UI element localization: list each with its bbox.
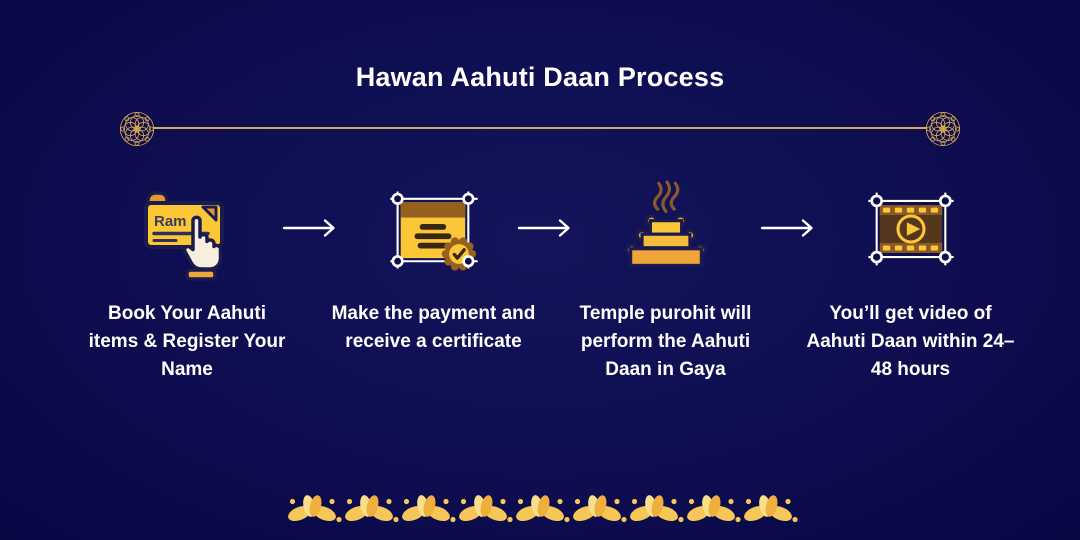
divider-line xyxy=(153,127,927,129)
name-tag-text: Ram xyxy=(154,213,187,230)
lotus-motif-unit xyxy=(288,495,342,523)
hand-cursor-icon xyxy=(182,215,223,281)
step-label: Book Your Aahuti items & Register Your N… xyxy=(88,303,286,380)
name-tag-cursor-icon: Ram xyxy=(144,191,224,281)
right-arrow-icon xyxy=(760,219,813,237)
step-label: Temple purohit will perform the Aahuti D… xyxy=(579,303,752,380)
lotus-motif-unit xyxy=(516,495,570,523)
step-video-delivery: You’ll get video of Aahuti Daan within 2… xyxy=(803,176,1018,384)
lotus-motif-unit xyxy=(459,495,513,523)
hawan-kund-icon xyxy=(624,180,707,267)
play-button-icon xyxy=(895,214,926,244)
mandala-rosette-icon xyxy=(119,111,155,147)
video-reel-icon xyxy=(867,192,954,266)
lotus-motif-unit xyxy=(630,495,684,523)
smoke-icon xyxy=(652,180,679,213)
step-book-items: Ram Book Your Aahuti items & Register Yo… xyxy=(87,176,287,384)
lotus-motif-unit xyxy=(744,495,798,523)
lotus-motif-unit xyxy=(573,495,627,523)
page-title: Hawan Aahuti Daan Process xyxy=(355,62,725,92)
title-divider xyxy=(0,110,1080,148)
lotus-border-pattern xyxy=(284,492,798,524)
step-payment-certificate: Make the payment and receive a certifica… xyxy=(331,176,536,356)
certificate-icon xyxy=(389,191,478,271)
step-label: You’ll get video of Aahuti Daan within 2… xyxy=(806,303,1015,380)
step-purohit-performs: Temple purohit will perform the Aahuti D… xyxy=(578,176,753,384)
lotus-motif-unit xyxy=(345,495,399,523)
mandala-rosette-icon xyxy=(925,111,961,147)
right-arrow-icon xyxy=(282,219,335,237)
right-arrow-icon xyxy=(517,219,570,237)
lotus-motif-unit xyxy=(687,495,741,523)
step-label: Make the payment and receive a certifica… xyxy=(331,303,536,352)
lotus-motif-unit xyxy=(402,495,456,523)
